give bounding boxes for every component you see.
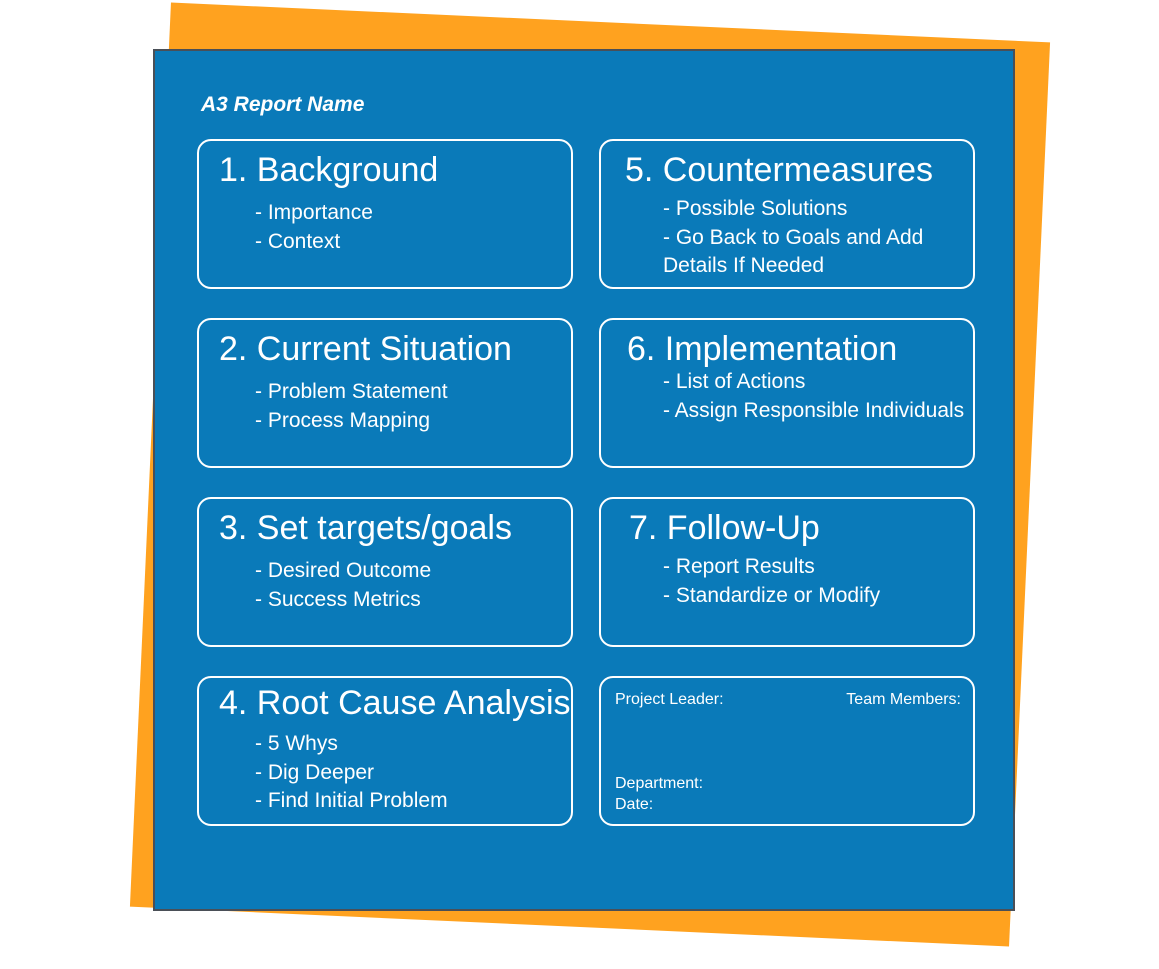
team-members-label: Team Members: <box>846 691 961 708</box>
date-label: Date: <box>615 796 654 813</box>
section-card-targets-goals: 3. Set targets/goals - Desired Outcome -… <box>197 497 573 647</box>
section-item: - Report Results <box>663 555 815 578</box>
section-item: - Possible Solutions <box>663 197 848 220</box>
section-item: - List of Actions <box>663 370 806 393</box>
section-card-background: 1. Background - Importance - Context <box>197 139 573 289</box>
department-label: Department: <box>615 775 704 792</box>
section-title: 2. Current Situation <box>219 330 512 368</box>
section-items: - 5 Whys - Dig Deeper - Find Initial Pro… <box>255 730 448 816</box>
section-item: - Context <box>255 229 341 253</box>
a3-report-panel <box>153 49 1015 911</box>
section-card-countermeasures: 5. Countermeasures - Possible Solutions … <box>599 139 975 289</box>
section-items: - List of Actions - Assign Responsible I… <box>663 368 969 425</box>
section-title: 7. Follow-Up <box>629 509 820 547</box>
section-card-root-cause-analysis: 4. Root Cause Analysis - 5 Whys - Dig De… <box>197 676 573 826</box>
section-item: - Find Initial Problem <box>255 789 448 812</box>
section-title: 3. Set targets/goals <box>219 509 512 547</box>
project-leader-label: Project Leader: <box>615 691 724 708</box>
section-item: - Problem Statement <box>255 380 448 403</box>
section-item: - Standardize or Modify <box>663 583 881 607</box>
report-name-title: A3 Report Name <box>201 93 365 116</box>
section-title: 4. Root Cause Analysis <box>219 684 571 722</box>
section-item: - 5 Whys <box>255 732 338 755</box>
section-card-follow-up: 7. Follow-Up - Report Results - Standard… <box>599 497 975 647</box>
section-item: - Process Mapping <box>255 408 431 432</box>
section-items: - Importance - Context <box>255 199 373 256</box>
section-items: - Possible Solutions - Go Back to Goals … <box>663 195 969 281</box>
section-card-implementation: 6. Implementation - List of Actions - As… <box>599 318 975 468</box>
section-items: - Problem Statement - Process Mapping <box>255 378 448 435</box>
section-title: 6. Implementation <box>627 330 898 368</box>
section-items: - Desired Outcome - Success Metrics <box>255 557 431 614</box>
project-info-card: Project Leader: Team Members: Department… <box>599 676 975 826</box>
section-title: 5. Countermeasures <box>625 151 934 189</box>
section-item: - Importance <box>255 201 373 224</box>
section-item: - Assign Responsible Individuals <box>663 398 965 422</box>
section-card-current-situation: 2. Current Situation - Problem Statement… <box>197 318 573 468</box>
section-title: 1. Background <box>219 151 439 189</box>
section-item: - Success Metrics <box>255 587 421 611</box>
section-item: - Dig Deeper <box>255 760 375 784</box>
section-item: - Go Back to Goals and Add Details If Ne… <box>663 225 924 278</box>
section-items: - Report Results - Standardize or Modify <box>663 553 969 610</box>
section-item: - Desired Outcome <box>255 559 432 582</box>
